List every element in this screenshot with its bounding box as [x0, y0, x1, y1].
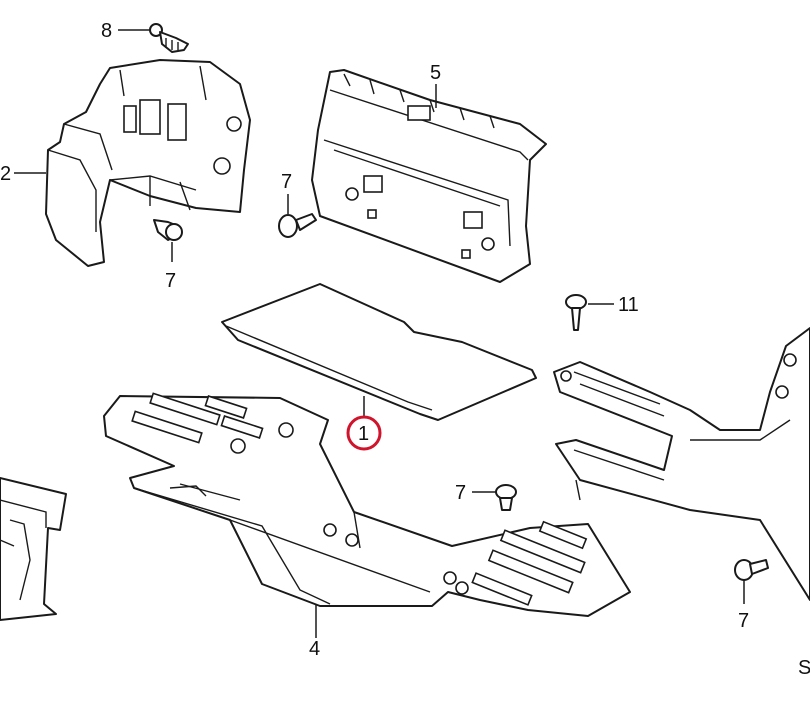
callout-8: 8: [101, 20, 112, 42]
callout-5: 5: [430, 62, 441, 84]
callout-7c: 7: [455, 482, 466, 504]
floor-board-part-1[interactable]: [221, 283, 537, 421]
callout-11: 11: [618, 294, 639, 316]
callout-2: 2: [0, 163, 11, 185]
corner-label: S: [798, 657, 810, 679]
callout-7a: 7: [165, 270, 176, 292]
rear-panel-part-5[interactable]: [311, 69, 547, 283]
highlight-ring-part-1[interactable]: [346, 415, 382, 451]
side-trim-part-2[interactable]: [45, 59, 251, 267]
screw-part-11[interactable]: [565, 294, 614, 331]
right-side-bracket[interactable]: [553, 327, 810, 601]
callout-7b: 7: [281, 171, 292, 193]
left-lower-bracket[interactable]: [0, 477, 67, 621]
callout-4: 4: [309, 638, 320, 660]
screw-part-7-a[interactable]: [153, 219, 183, 262]
callout-7d: 7: [738, 610, 749, 632]
screw-part-7-c[interactable]: [472, 484, 517, 511]
floor-tray-part-4[interactable]: [103, 392, 631, 617]
screw-part-7-b[interactable]: [278, 194, 317, 238]
screw-part-7-d[interactable]: [734, 559, 769, 604]
clip-part-8[interactable]: [118, 23, 189, 53]
callout-1: 1: [358, 423, 369, 445]
